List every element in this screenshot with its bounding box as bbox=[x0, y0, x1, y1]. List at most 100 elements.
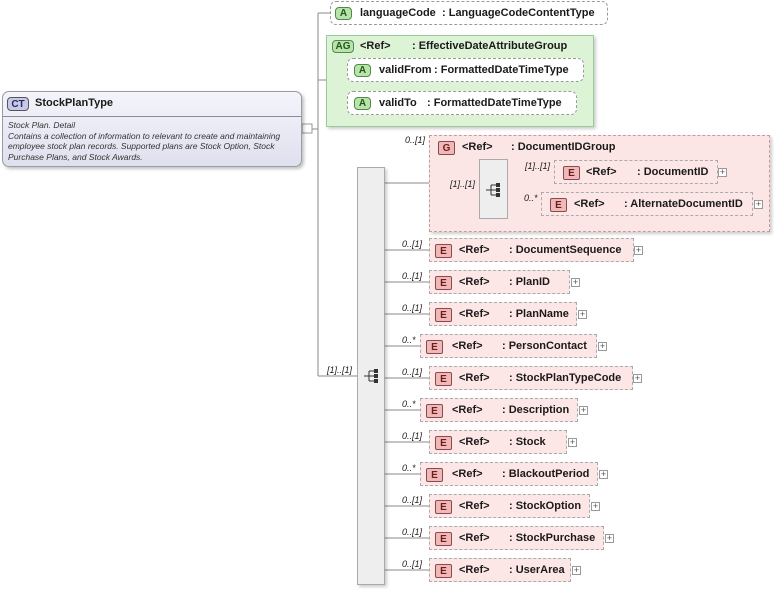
expand-button[interactable]: + bbox=[605, 533, 614, 543]
expand-button[interactable]: + bbox=[591, 501, 600, 511]
inner-sequence-cardinality: [1]..[1] bbox=[450, 179, 476, 189]
attribute-group-badge: AG bbox=[332, 40, 354, 53]
expand-button[interactable]: + bbox=[599, 469, 608, 479]
element-cardinality: 0..* bbox=[402, 335, 416, 345]
expand-button[interactable]: + bbox=[568, 437, 577, 447]
element-cardinality: 0..[1] bbox=[402, 271, 423, 281]
expand-button[interactable]: + bbox=[718, 167, 727, 177]
complex-type-header: CT StockPlanType bbox=[3, 92, 301, 117]
element-badge: E bbox=[435, 308, 452, 322]
attribute-name: languageCode bbox=[360, 7, 436, 19]
element-ref: <Ref> bbox=[459, 436, 490, 448]
element-name: : StockOption bbox=[509, 500, 582, 512]
element-name: : DocumentID bbox=[637, 166, 709, 178]
attribute-type: : LanguageCodeContentType bbox=[442, 7, 595, 19]
element-name: : UserArea bbox=[509, 564, 565, 576]
element-description[interactable]: E <Ref> : Description bbox=[420, 398, 578, 422]
element-userarea[interactable]: E <Ref> : UserArea bbox=[429, 558, 571, 582]
element-badge: E bbox=[426, 404, 443, 418]
element-cardinality: 0..[1] bbox=[402, 527, 423, 537]
element-name: : Description bbox=[502, 404, 570, 416]
element-stockpurchase[interactable]: E <Ref> : StockPurchase bbox=[429, 526, 604, 550]
complex-type-badge: CT bbox=[7, 97, 29, 111]
expand-button[interactable]: + bbox=[754, 199, 763, 209]
element-personcontact[interactable]: E <Ref> : PersonContact bbox=[420, 334, 597, 358]
element-badge: E bbox=[435, 532, 452, 546]
attribute-badge: A bbox=[335, 7, 352, 20]
element-ref: <Ref> bbox=[459, 532, 490, 544]
element-ref: <Ref> bbox=[459, 372, 490, 384]
attribute-type: : FormattedDateTimeType bbox=[434, 64, 569, 76]
element-stockoption[interactable]: E <Ref> : StockOption bbox=[429, 494, 590, 518]
sequence-icon bbox=[486, 183, 500, 197]
group-ref: <Ref> bbox=[462, 141, 493, 153]
expand-button[interactable]: + bbox=[579, 405, 588, 415]
attribute-name: validTo bbox=[379, 97, 417, 109]
attribute-name: validFrom bbox=[379, 64, 432, 76]
element-name: : StockPlanTypeCode bbox=[509, 372, 622, 384]
element-blackoutperiod[interactable]: E <Ref> : BlackoutPeriod bbox=[420, 462, 598, 486]
element-ref: <Ref> bbox=[459, 500, 490, 512]
element-name: : StockPurchase bbox=[509, 532, 596, 544]
element-cardinality: 0..* bbox=[524, 193, 538, 203]
element-documentsequence[interactable]: E <Ref> : DocumentSequence bbox=[429, 238, 634, 262]
element-badge: E bbox=[563, 166, 580, 180]
attribute-group-name: : EffectiveDateAttributeGroup bbox=[412, 40, 568, 52]
element-cardinality: 0..* bbox=[402, 399, 416, 409]
element-planid[interactable]: E <Ref> : PlanID bbox=[429, 270, 570, 294]
element-name: : PersonContact bbox=[502, 340, 587, 352]
element-badge: E bbox=[435, 276, 452, 290]
sequence-cardinality: [1]..[1] bbox=[327, 365, 353, 375]
element-ref: <Ref> bbox=[574, 198, 605, 210]
element-badge: E bbox=[435, 436, 452, 450]
doc-title: Stock Plan. Detail bbox=[8, 120, 76, 130]
attribute-validto[interactable]: A validTo : FormattedDateTimeType bbox=[347, 91, 577, 115]
attribute-validfrom[interactable]: A validFrom : FormattedDateTimeType bbox=[347, 58, 584, 82]
expand-button[interactable]: + bbox=[578, 309, 587, 319]
element-name: : BlackoutPeriod bbox=[502, 468, 590, 480]
element-cardinality: 0..[1] bbox=[402, 303, 423, 313]
attribute-badge: A bbox=[354, 97, 371, 110]
element-cardinality: 0..[1] bbox=[402, 495, 423, 505]
expand-button[interactable]: + bbox=[633, 373, 642, 383]
element-ref: <Ref> bbox=[452, 468, 483, 480]
element-name: : PlanID bbox=[509, 276, 550, 288]
complex-type-name: StockPlanType bbox=[35, 97, 114, 109]
element-alternatedocumentid[interactable]: E <Ref> : AlternateDocumentID bbox=[541, 192, 753, 216]
element-cardinality: 0..[1] bbox=[402, 559, 423, 569]
expand-button[interactable]: + bbox=[598, 341, 607, 351]
element-ref: <Ref> bbox=[459, 564, 490, 576]
element-name: : DocumentSequence bbox=[509, 244, 622, 256]
element-badge: E bbox=[435, 564, 452, 578]
group-cardinality: 0..[1] bbox=[405, 135, 426, 145]
expand-button[interactable]: + bbox=[572, 565, 581, 575]
attribute-type: : FormattedDateTimeType bbox=[427, 97, 562, 109]
expand-button[interactable]: + bbox=[571, 277, 580, 287]
element-cardinality: [1]..[1] bbox=[525, 161, 551, 171]
element-name: : AlternateDocumentID bbox=[624, 198, 743, 210]
element-ref: <Ref> bbox=[459, 244, 490, 256]
element-badge: E bbox=[426, 468, 443, 482]
element-ref: <Ref> bbox=[459, 276, 490, 288]
complex-type-documentation: Stock Plan. Detail Contains a collection… bbox=[8, 120, 298, 162]
element-ref: <Ref> bbox=[586, 166, 617, 178]
element-stockplantypecode[interactable]: E <Ref> : StockPlanTypeCode bbox=[429, 366, 633, 390]
complex-type-box[interactable]: CT StockPlanType Stock Plan. Detail Cont… bbox=[2, 91, 302, 167]
element-cardinality: 0..[1] bbox=[402, 239, 423, 249]
element-documentid[interactable]: E <Ref> : DocumentID bbox=[554, 160, 718, 184]
sequence-compositor[interactable] bbox=[357, 167, 385, 585]
expand-button[interactable]: + bbox=[634, 245, 643, 255]
element-planname[interactable]: E <Ref> : PlanName bbox=[429, 302, 577, 326]
inner-sequence-compositor[interactable] bbox=[479, 159, 508, 219]
attribute-group-ref: <Ref> bbox=[360, 40, 391, 52]
element-badge: E bbox=[550, 198, 567, 212]
element-ref: <Ref> bbox=[452, 404, 483, 416]
element-stock[interactable]: E <Ref> : Stock bbox=[429, 430, 567, 454]
element-cardinality: 0..[1] bbox=[402, 431, 423, 441]
element-cardinality: 0..[1] bbox=[402, 367, 423, 377]
element-name: : Stock bbox=[509, 436, 546, 448]
element-badge: E bbox=[426, 340, 443, 354]
attribute-languagecode[interactable]: A languageCode : LanguageCodeContentType bbox=[330, 1, 608, 25]
element-badge: E bbox=[435, 244, 452, 258]
sequence-icon bbox=[364, 369, 378, 383]
